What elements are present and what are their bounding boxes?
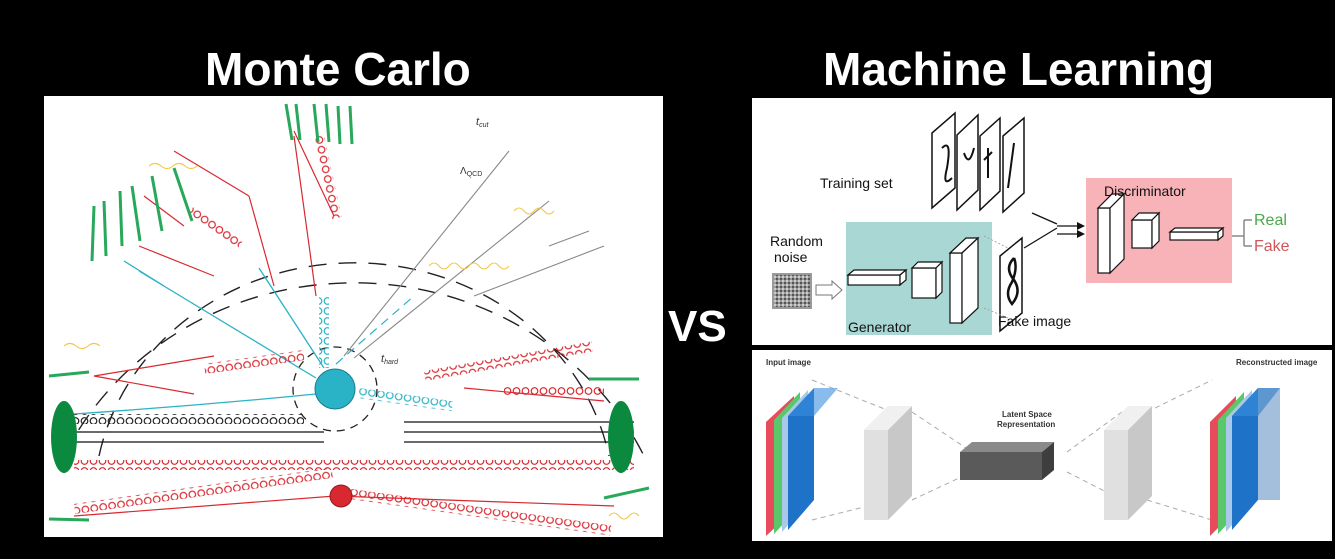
connector-lines xyxy=(811,379,1213,521)
t-cut-label: tcut xyxy=(476,116,489,129)
gan-svg: Training set Random noise Generator Fake… xyxy=(770,111,1290,335)
cyan-gluon-up xyxy=(319,296,329,368)
autoencoder-diagram: Input image Reconstructed image Latent S… xyxy=(752,350,1332,541)
latent-space-block xyxy=(960,442,1054,480)
hadron-clusters xyxy=(48,103,650,522)
monte-carlo-event-diagram: tcut ΛQCD thard xyxy=(44,96,663,537)
red-gluon-3 xyxy=(188,206,244,249)
input-image-stack xyxy=(766,388,838,536)
discriminator-arrows xyxy=(1023,212,1077,249)
noise-arrow xyxy=(815,279,843,301)
gan-diagram: Training set Random noise Generator Fake… xyxy=(752,98,1332,345)
fake-image-label: Fake image xyxy=(998,313,1071,329)
photon-lines xyxy=(63,162,640,520)
discriminator-label: Discriminator xyxy=(1104,183,1186,199)
black-gluon-chain xyxy=(74,414,304,424)
parton-shower-svg: tcut ΛQCD thard xyxy=(48,103,650,536)
versus-label: VS xyxy=(668,302,727,351)
reconstructed-image-label: Reconstructed image xyxy=(1236,358,1318,367)
red-gluon-1 xyxy=(204,350,305,374)
monte-carlo-heading: Monte Carlo xyxy=(205,43,471,95)
encoder-block xyxy=(864,406,912,520)
discriminator-layers xyxy=(1096,192,1225,275)
generator-label: Generator xyxy=(848,319,911,335)
underlying-event-blob xyxy=(329,484,353,508)
latent-space-label-2: Representation xyxy=(997,420,1055,429)
latent-space-label-1: Latent Space xyxy=(1002,410,1052,419)
autoencoder-svg: Input image Reconstructed image Latent S… xyxy=(766,358,1318,536)
output-bracket xyxy=(1232,219,1252,247)
lambda-qcd-arc xyxy=(98,262,610,457)
input-image-label: Input image xyxy=(766,358,811,367)
red-gluon-6 xyxy=(74,460,634,470)
beam-remnant-lines xyxy=(74,421,634,443)
generator-layers xyxy=(846,236,980,325)
decoder-block xyxy=(1104,406,1152,520)
real-label: Real xyxy=(1254,212,1287,229)
fake-label: Fake xyxy=(1254,238,1290,255)
proton-right xyxy=(608,401,634,473)
random-noise-label-2: noise xyxy=(774,249,808,265)
red-gluon-4 xyxy=(424,341,594,381)
decay-lines xyxy=(343,150,605,359)
red-gluon-7 xyxy=(74,467,333,514)
training-set-images xyxy=(931,111,1025,214)
red-gluon-5 xyxy=(504,386,604,396)
red-gluon-2 xyxy=(313,133,342,220)
lambda-qcd-label: ΛQCD xyxy=(460,166,482,178)
training-set-label: Training set xyxy=(820,175,893,191)
proton-left xyxy=(51,401,77,473)
t-cut-arc xyxy=(63,282,645,457)
t-hard-circle xyxy=(292,346,378,432)
machine-learning-heading: Machine Learning xyxy=(823,43,1215,95)
reconstructed-image-stack xyxy=(1210,388,1280,536)
quark-lines xyxy=(73,260,325,415)
hard-process-blob xyxy=(314,368,356,410)
random-noise-label-1: Random xyxy=(770,233,823,249)
red-gluon-8 xyxy=(342,488,612,536)
cyan-gluon-right xyxy=(357,388,454,412)
t-hard-label: thard xyxy=(381,353,399,366)
